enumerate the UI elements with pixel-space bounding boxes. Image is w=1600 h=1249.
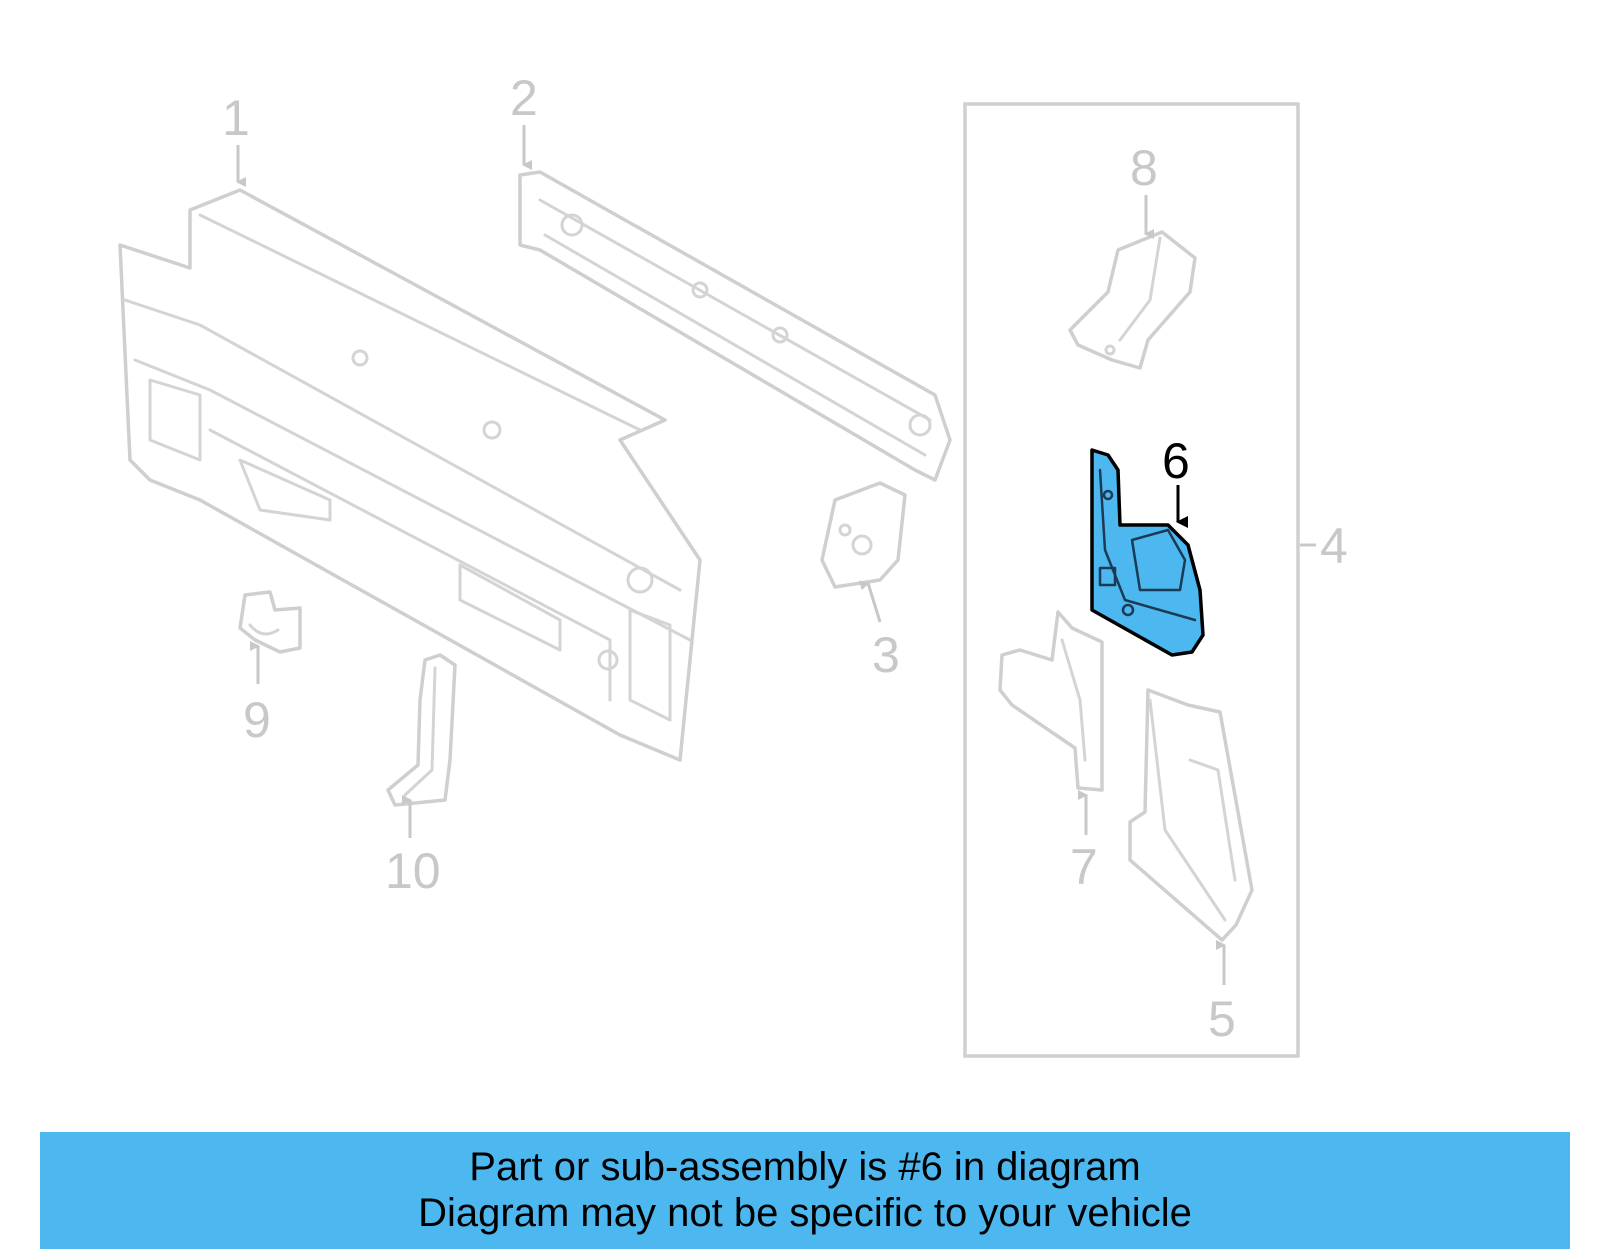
assembly-4-box bbox=[963, 102, 1300, 1058]
callout-3: 3 bbox=[872, 627, 900, 683]
part-3-bracket[interactable] bbox=[820, 481, 907, 589]
callout-1: 1 bbox=[222, 90, 250, 146]
banner-line-1: Part or sub-assembly is #6 in diagram bbox=[469, 1145, 1141, 1189]
callout-9: 9 bbox=[243, 692, 271, 748]
callout-8: 8 bbox=[1130, 140, 1158, 196]
part-10-brace[interactable] bbox=[386, 653, 457, 807]
part-6-shape[interactable] bbox=[1090, 448, 1205, 657]
callout-4: 4 bbox=[1320, 518, 1348, 574]
leader-3 bbox=[858, 580, 882, 623]
info-banner: Part or sub-assembly is #6 in diagram Di… bbox=[40, 1132, 1570, 1249]
part-2-upper-cross-member[interactable] bbox=[518, 170, 952, 482]
callout-7: 7 bbox=[1070, 839, 1098, 895]
part-9-clip[interactable] bbox=[238, 590, 302, 654]
parts-diagram: 1 2 3 4 5 6 7 8 9 10 bbox=[118, 70, 1348, 1058]
callout-10: 10 bbox=[385, 843, 441, 899]
part-8-upper-bracket[interactable] bbox=[1068, 230, 1197, 370]
part-1-rear-body-panel[interactable] bbox=[118, 188, 702, 762]
banner-line-2: Diagram may not be specific to your vehi… bbox=[418, 1191, 1192, 1235]
part-7-lower-bracket[interactable] bbox=[998, 610, 1104, 792]
part-6-highlighted-panel[interactable] bbox=[1090, 448, 1205, 657]
callout-5: 5 bbox=[1208, 991, 1236, 1047]
callout-2: 2 bbox=[510, 70, 538, 126]
part-5-pillar-panel[interactable] bbox=[1128, 688, 1254, 942]
callout-6: 6 bbox=[1162, 433, 1190, 489]
